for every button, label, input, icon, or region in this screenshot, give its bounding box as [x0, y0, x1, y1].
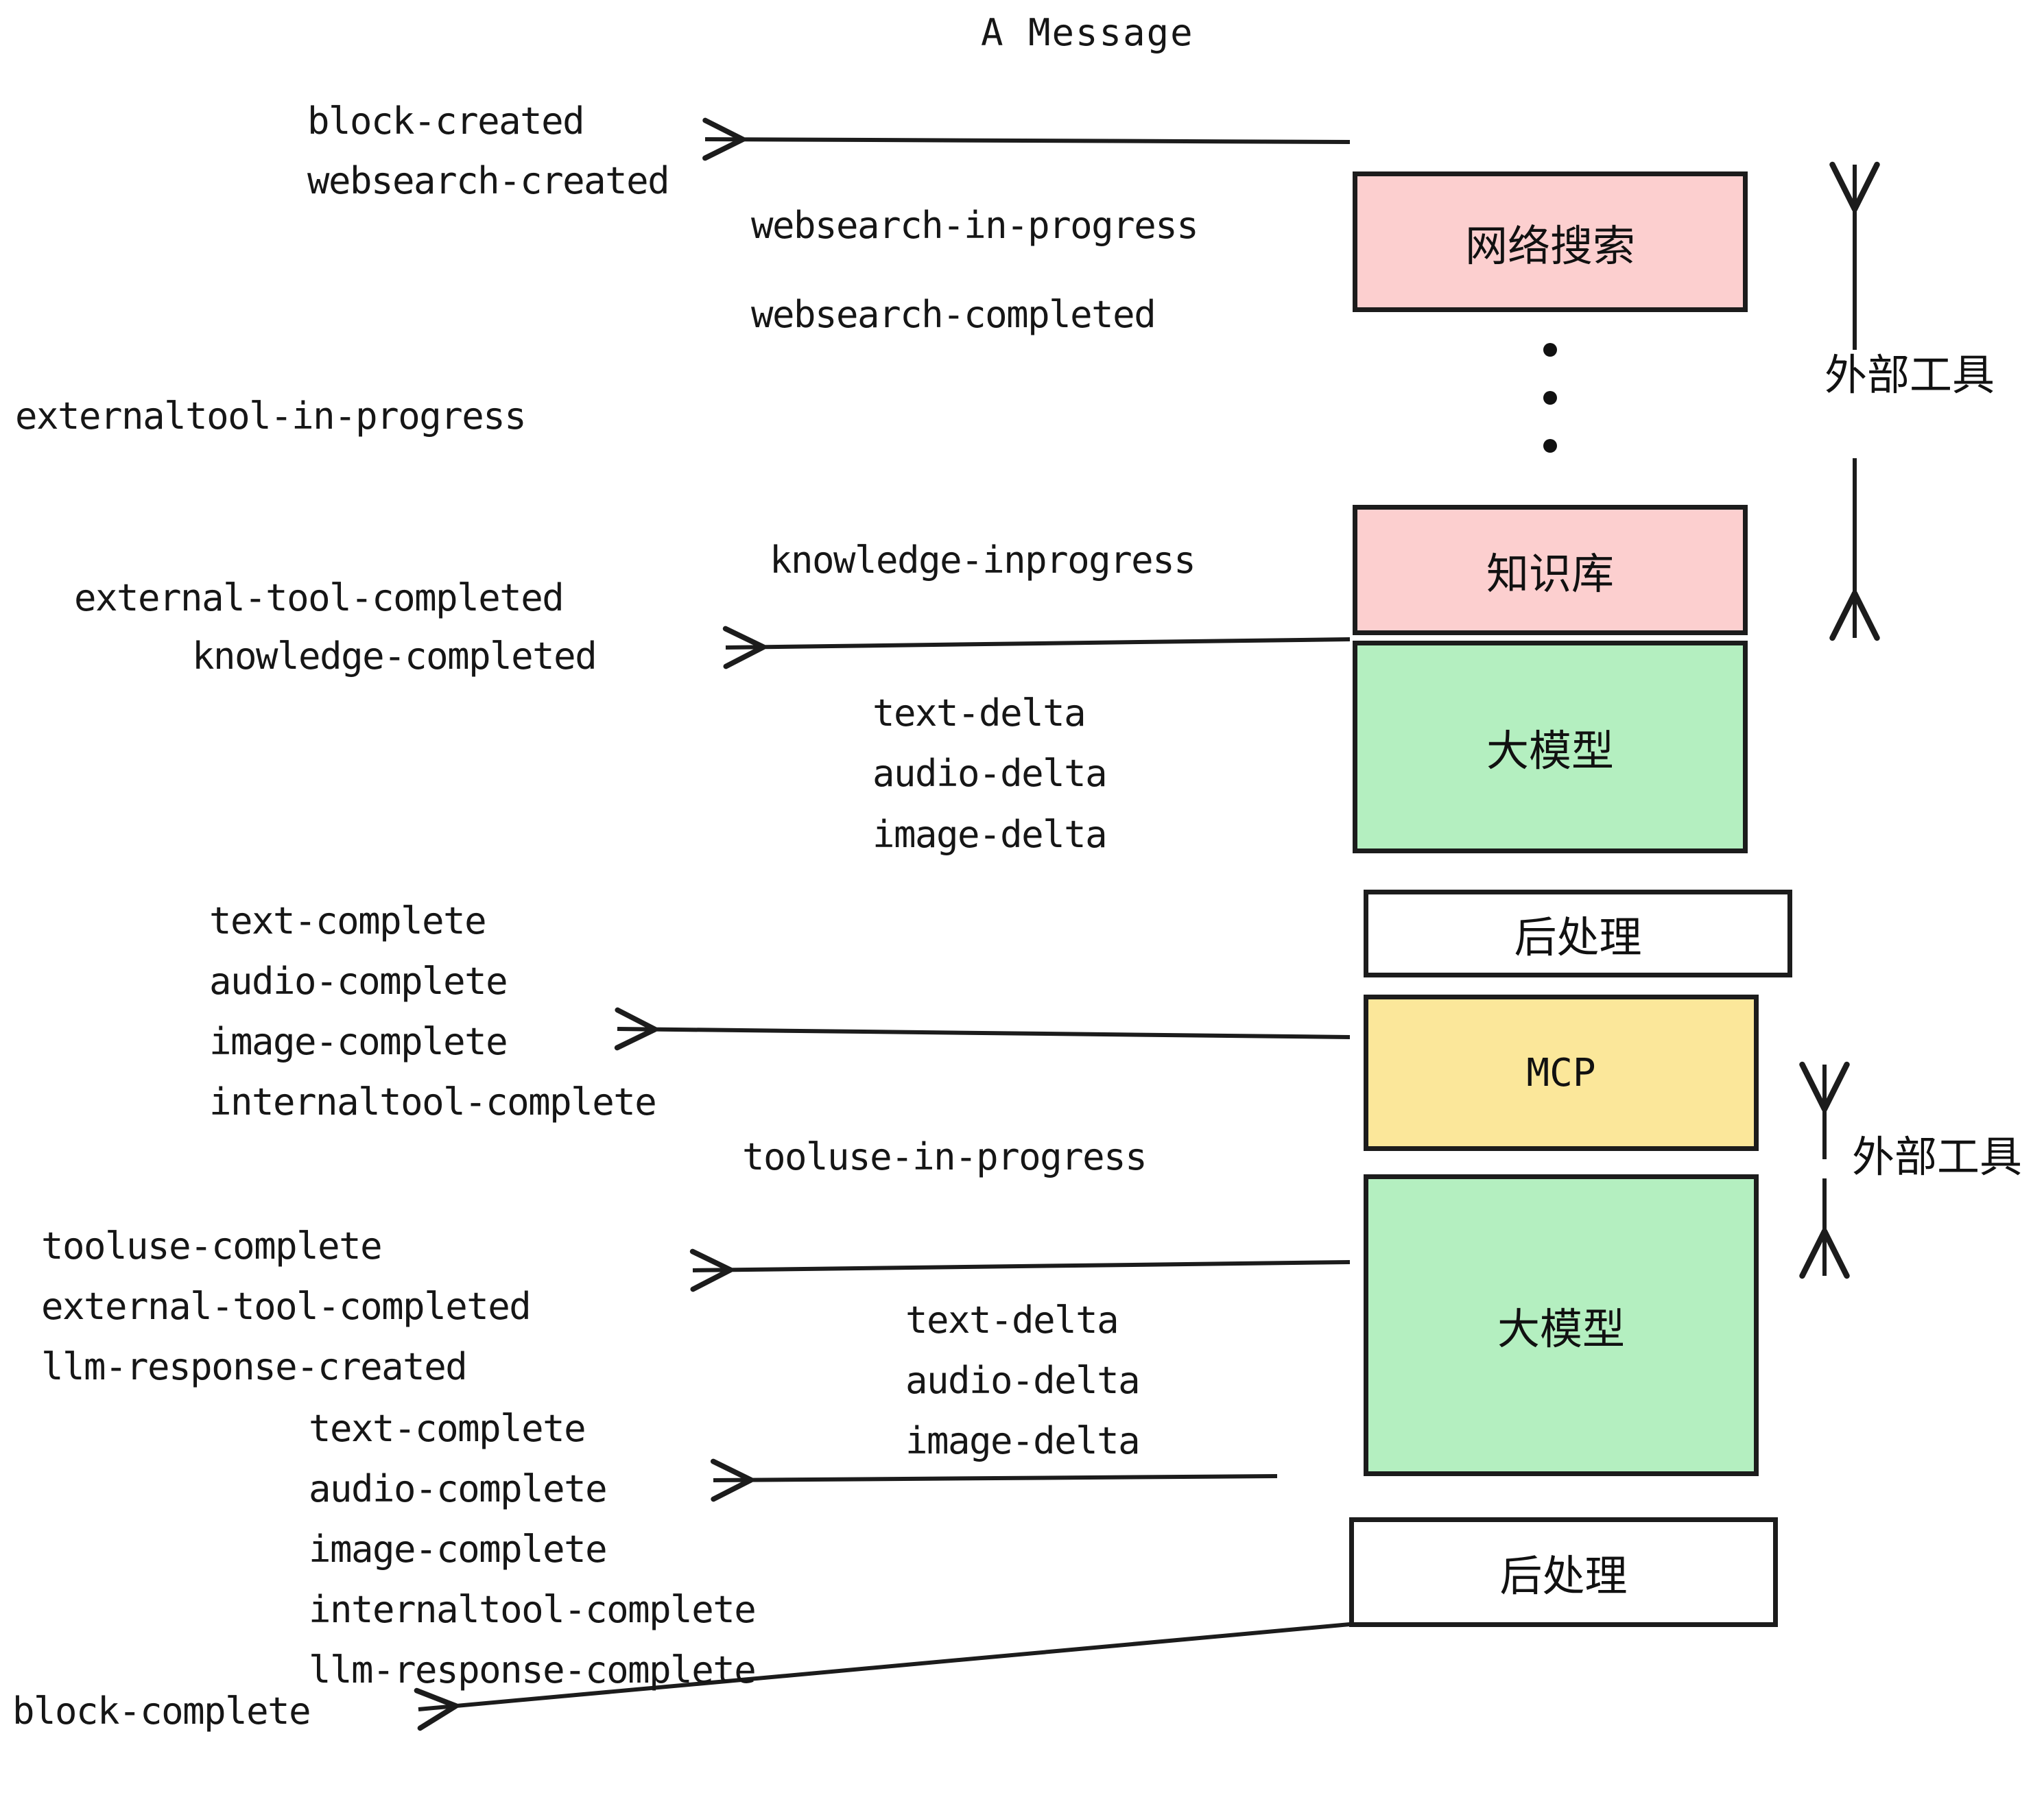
event-websearch-created: websearch-created	[307, 159, 670, 202]
event-external-tool-completed-2: external-tool-completed	[41, 1285, 532, 1328]
event-knowledge-completed: knowledge-completed	[192, 634, 597, 678]
event-audio-complete-1: audio-complete	[209, 960, 508, 1003]
event-text-delta-1: text-delta	[872, 691, 1086, 735]
event-audio-delta-2: audio-delta	[905, 1359, 1141, 1402]
event-tooluse-complete: tooluse-complete	[41, 1224, 383, 1268]
node-mcp-label: MCP	[1526, 1050, 1596, 1095]
node-llm-bottom[interactable]: 大模型	[1364, 1174, 1759, 1476]
node-postprocess-bottom[interactable]: 后处理	[1349, 1517, 1778, 1627]
event-audio-complete-2: audio-complete	[309, 1467, 608, 1510]
event-audio-delta-1: audio-delta	[872, 752, 1108, 795]
arrow-websearch-to-block-created	[702, 117, 1351, 161]
ellipsis-dot	[1543, 343, 1557, 357]
event-llm-response-complete: llm-response-complete	[309, 1648, 757, 1692]
event-text-delta-2: text-delta	[905, 1298, 1119, 1342]
node-knowledge[interactable]: 知识库	[1353, 505, 1748, 635]
group-label-external-tools-bottom: 外部工具	[1852, 1132, 2023, 1182]
ellipsis-dot	[1543, 391, 1557, 405]
event-websearch-in-progress: websearch-in-progress	[751, 204, 1199, 247]
event-knowledge-inprogress: knowledge-inprogress	[770, 538, 1196, 582]
event-tooluse-in-progress: tooluse-in-progress	[742, 1135, 1148, 1178]
ellipsis-vertical	[1543, 343, 1557, 453]
ellipsis-dot	[1543, 439, 1557, 453]
event-image-complete-2: image-complete	[309, 1528, 608, 1571]
node-postprocess-top-label: 后处理	[1514, 912, 1642, 962]
node-mcp[interactable]: MCP	[1364, 995, 1759, 1151]
event-externaltool-in-progress: externaltool-in-progress	[15, 394, 527, 438]
node-postprocess-bottom-label: 后处理	[1499, 1551, 1628, 1601]
event-text-complete-1: text-complete	[209, 899, 487, 942]
arrow-mcp-to-tooluse-complete	[689, 1248, 1351, 1292]
node-websearch-label: 网络搜索	[1464, 220, 1635, 271]
event-websearch-completed: websearch-completed	[751, 293, 1156, 336]
diagram-title: A Message	[981, 11, 1194, 54]
event-image-complete-1: image-complete	[209, 1020, 508, 1063]
arrow-llm-to-audio-complete	[710, 1458, 1278, 1502]
node-postprocess-top[interactable]: 后处理	[1364, 890, 1792, 977]
event-block-created: block-created	[307, 99, 585, 143]
event-image-delta-2: image-delta	[905, 1419, 1141, 1462]
arrow-knowledge-to-completed	[722, 626, 1351, 669]
group-label-external-tools-top: 外部工具	[1825, 350, 1995, 400]
arrow-postprocess-to-image-complete	[614, 1007, 1351, 1051]
event-text-complete-2: text-complete	[309, 1407, 586, 1450]
node-llm-top[interactable]: 大模型	[1353, 641, 1748, 853]
event-internaltool-complete-2: internaltool-complete	[309, 1588, 757, 1631]
event-external-tool-completed-1: external-tool-completed	[74, 576, 565, 619]
node-llm-top-label: 大模型	[1486, 726, 1614, 776]
event-internaltool-complete-1: internaltool-complete	[209, 1080, 657, 1124]
node-knowledge-label: 知识库	[1486, 549, 1614, 599]
event-image-delta-1: image-delta	[872, 813, 1108, 856]
event-llm-response-created: llm-response-created	[41, 1345, 468, 1388]
node-llm-bottom-label: 大模型	[1497, 1304, 1625, 1354]
node-websearch[interactable]: 网络搜索	[1353, 171, 1748, 312]
event-block-complete: block-complete	[12, 1689, 311, 1733]
